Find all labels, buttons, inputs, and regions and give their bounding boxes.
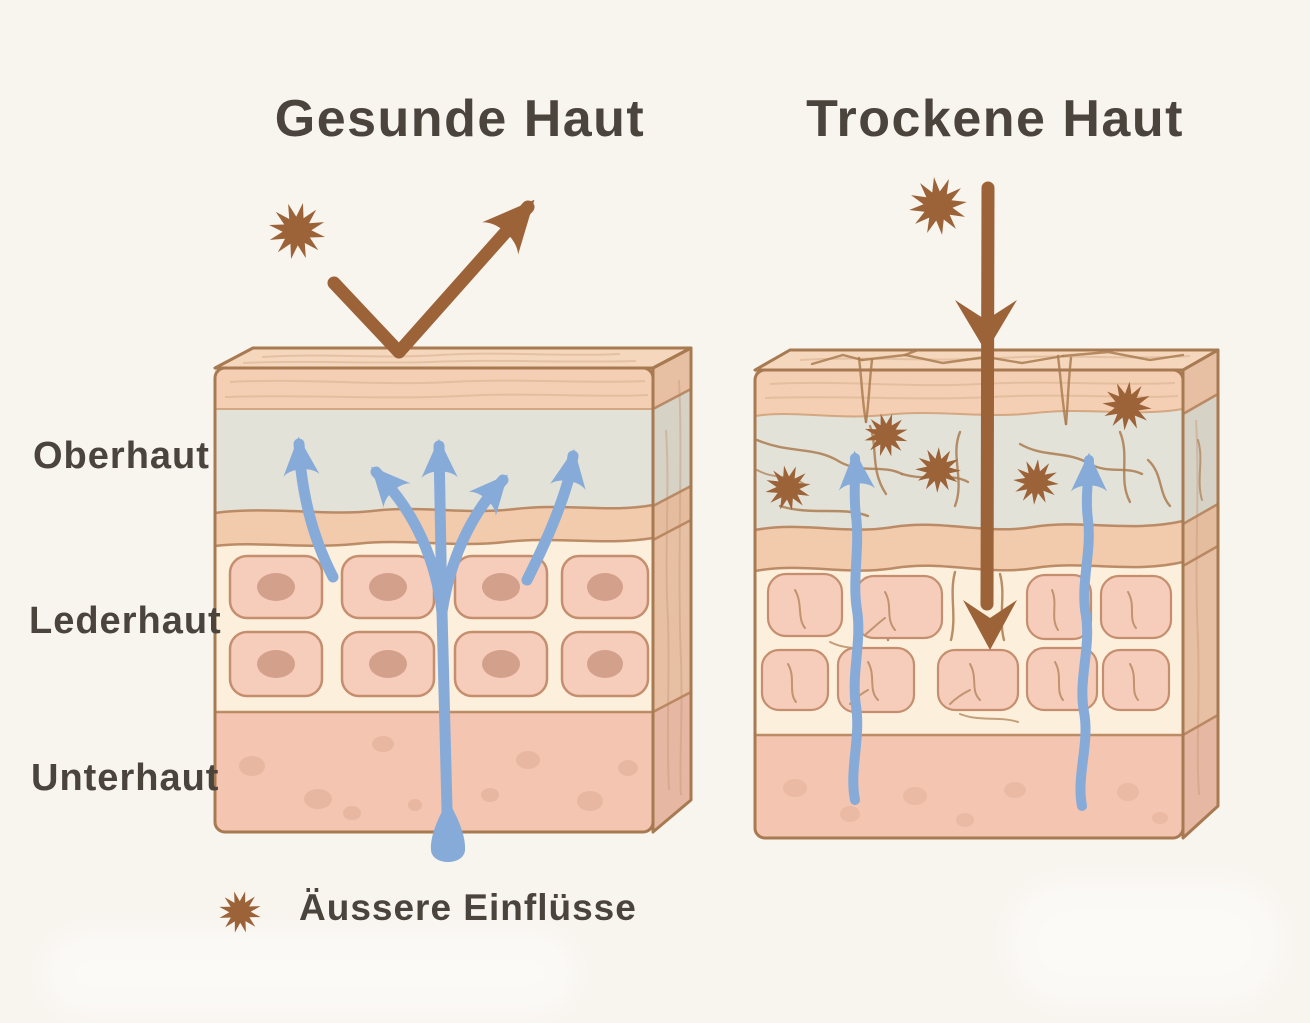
moisture-arrow-weak-right bbox=[1070, 452, 1108, 811]
legend-label: Äussere Einflüsse bbox=[299, 887, 637, 928]
moisture-arrow-branch-left bbox=[370, 466, 448, 618]
surface-cracks bbox=[857, 354, 1073, 426]
paper-highlight bbox=[1005, 878, 1285, 1008]
reflected-influence-arrow bbox=[327, 199, 535, 359]
dry-moisture-arrows bbox=[838, 450, 1108, 811]
starburst-icon bbox=[263, 197, 331, 265]
layer-label-oberhaut: Oberhaut bbox=[33, 435, 210, 477]
moisture-arrow-right bbox=[521, 448, 586, 586]
legend-starburst-icon bbox=[214, 886, 266, 938]
dermis-cells bbox=[228, 554, 650, 698]
penetrating-influence-arrow-shaft bbox=[980, 181, 995, 611]
panel-title-dry: Trockene Haut bbox=[806, 90, 1184, 148]
dermis-cells-dry bbox=[760, 572, 1173, 714]
panel-title-healthy: Gesunde Haut bbox=[274, 90, 646, 148]
penetrating-influence-arrow-barb bbox=[955, 300, 1017, 352]
top-face-cracks bbox=[810, 348, 1185, 366]
healthy-moisture-arrows bbox=[283, 436, 586, 862]
epidermis-layer-dry bbox=[755, 409, 1183, 530]
moisture-arrow-weak-left bbox=[838, 450, 876, 805]
skin-surface-layer bbox=[215, 368, 653, 409]
subcutis-spots-dry bbox=[783, 779, 1168, 827]
layer-label-lederhaut: Lederhaut bbox=[29, 600, 222, 642]
starburst-icon bbox=[905, 173, 971, 239]
dry-penetrating-influence bbox=[905, 173, 1017, 650]
moisture-arrow-branch-right bbox=[436, 474, 509, 618]
layer-label-unterhaut: Unterhaut bbox=[31, 757, 220, 799]
moisture-arrow-left bbox=[283, 436, 339, 583]
subcutis-spots bbox=[239, 736, 638, 820]
penetrating-influence-arrow-head bbox=[963, 600, 1017, 650]
paper-highlight bbox=[40, 928, 580, 1018]
subcutis-layer-dry bbox=[755, 735, 1183, 838]
healthy-skin-block bbox=[213, 346, 693, 834]
healthy-reflected-influence bbox=[263, 197, 535, 359]
subcutis-layer bbox=[215, 712, 653, 832]
moisture-stem bbox=[436, 606, 454, 858]
